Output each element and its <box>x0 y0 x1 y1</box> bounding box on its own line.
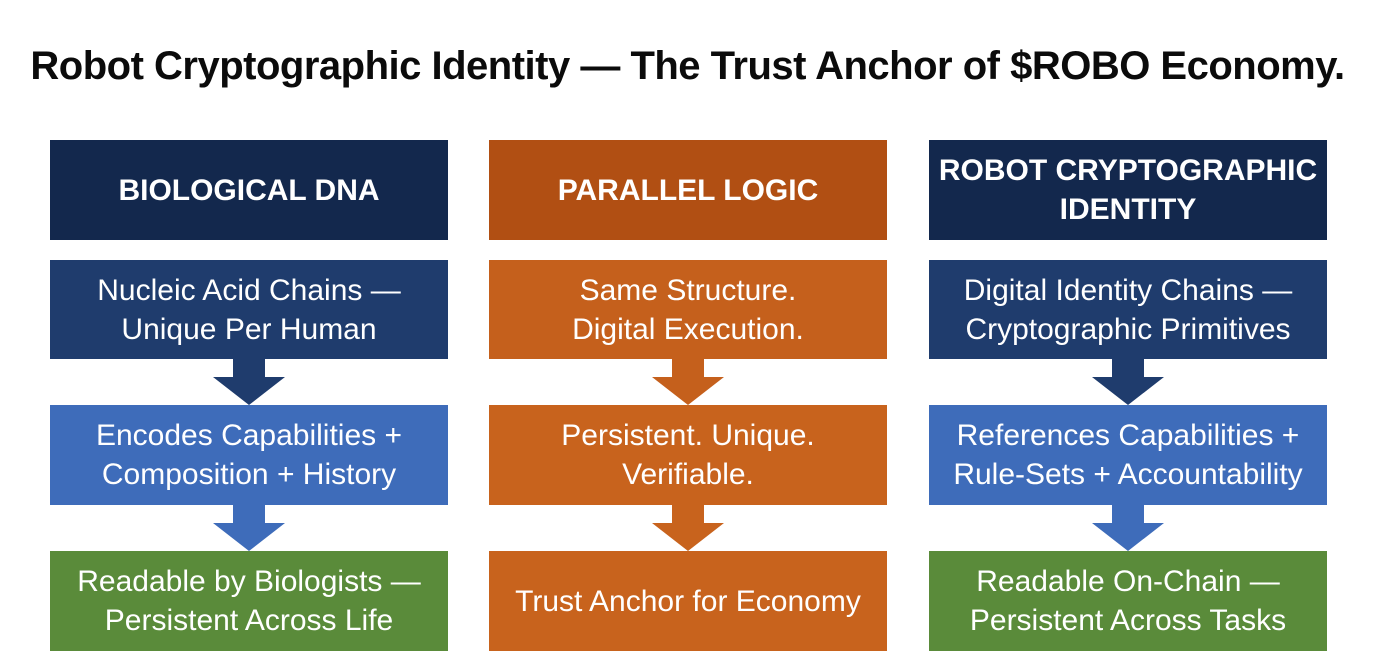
step-box: Trust Anchor for Economy <box>489 551 887 651</box>
step-box: Persistent. Unique. Verifiable. <box>489 405 887 505</box>
column-header: ROBOT CRYPTOGRAPHIC IDENTITY <box>929 140 1327 240</box>
down-arrow-icon <box>652 359 724 405</box>
down-arrow-icon <box>1092 359 1164 405</box>
down-arrow-icon <box>1092 505 1164 551</box>
step-box: Same Structure. Digital Execution. <box>489 260 887 359</box>
down-arrow-icon <box>213 505 285 551</box>
diagram-title: Robot Cryptographic Identity — The Trust… <box>30 44 1345 88</box>
column-header: PARALLEL LOGIC <box>489 140 887 240</box>
step-box: References Capabilities + Rule-Sets + Ac… <box>929 405 1327 505</box>
down-arrow-icon <box>652 505 724 551</box>
step-box: Digital Identity Chains — Cryptographic … <box>929 260 1327 359</box>
step-box: Encodes Capabilities + Composition + His… <box>50 405 448 505</box>
step-box: Readable On-Chain — Persistent Across Ta… <box>929 551 1327 651</box>
column-header: BIOLOGICAL DNA <box>50 140 448 240</box>
step-box: Nucleic Acid Chains — Unique Per Human <box>50 260 448 359</box>
step-box: Readable by Biologists — Persistent Acro… <box>50 551 448 651</box>
down-arrow-icon <box>213 359 285 405</box>
